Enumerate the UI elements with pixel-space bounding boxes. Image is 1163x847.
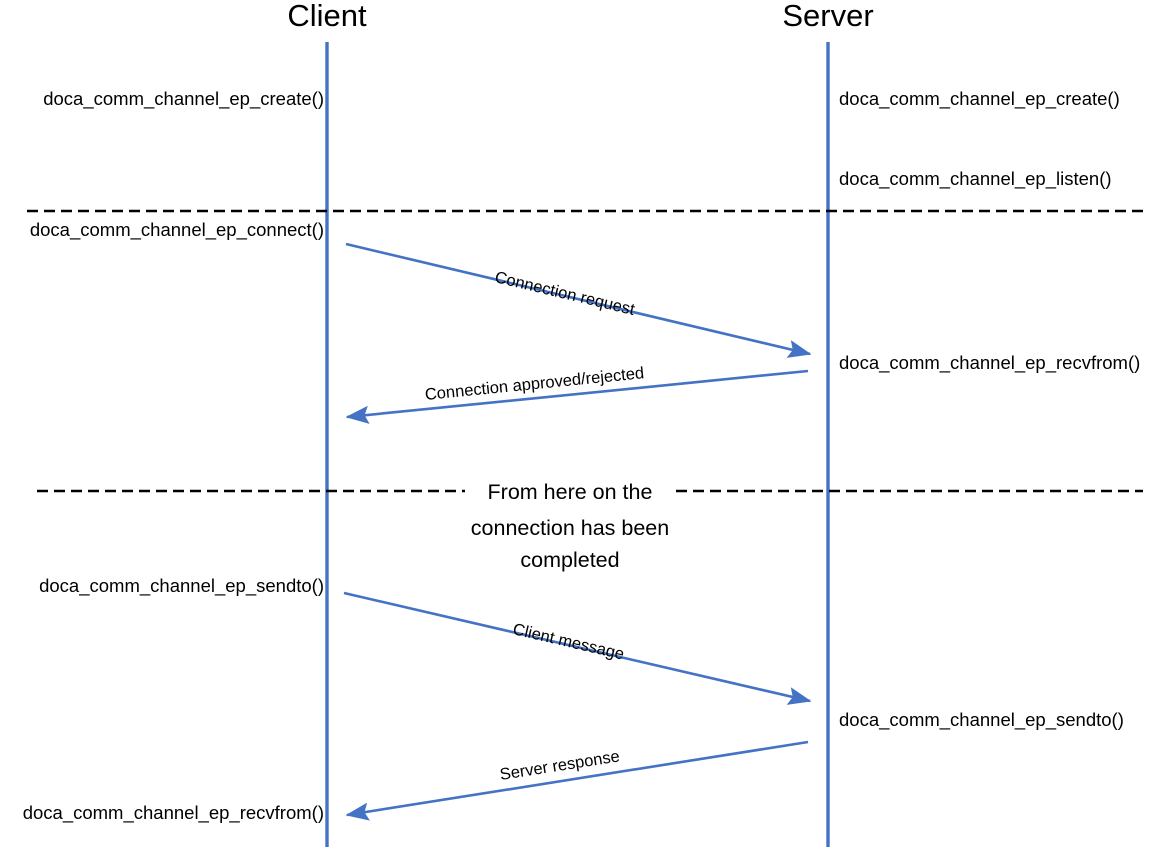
server-call-label-recvfrom: doca_comm_channel_ep_recvfrom() <box>839 352 1141 373</box>
client-call-label-recvfrom: doca_comm_channel_ep_recvfrom() <box>22 802 324 823</box>
divider-note-line-1: From here on the <box>470 476 670 509</box>
message-arrow-connection-approved-rejected <box>345 369 809 424</box>
client-call-label-create: doca_comm_channel_ep_create() <box>43 88 324 109</box>
client-call-label-sendto: doca_comm_channel_ep_sendto() <box>39 575 324 596</box>
server-call-label-listen: doca_comm_channel_ep_listen() <box>839 168 1112 189</box>
divider-note-line-3: completed <box>470 544 670 577</box>
divider-note-line-2: connection has been <box>450 512 690 545</box>
client-call-label-connect: doca_comm_channel_ep_connect() <box>29 219 324 240</box>
message-arrow-client-message <box>343 591 812 705</box>
message-arrow-server-response <box>345 740 809 821</box>
message-arrow-connection-request <box>345 242 812 358</box>
actor-title-server: Server <box>782 0 874 33</box>
server-call-label-sendto: doca_comm_channel_ep_sendto() <box>839 709 1124 730</box>
actor-title-client: Client <box>287 0 367 33</box>
server-call-label-create: doca_comm_channel_ep_create() <box>839 88 1120 109</box>
